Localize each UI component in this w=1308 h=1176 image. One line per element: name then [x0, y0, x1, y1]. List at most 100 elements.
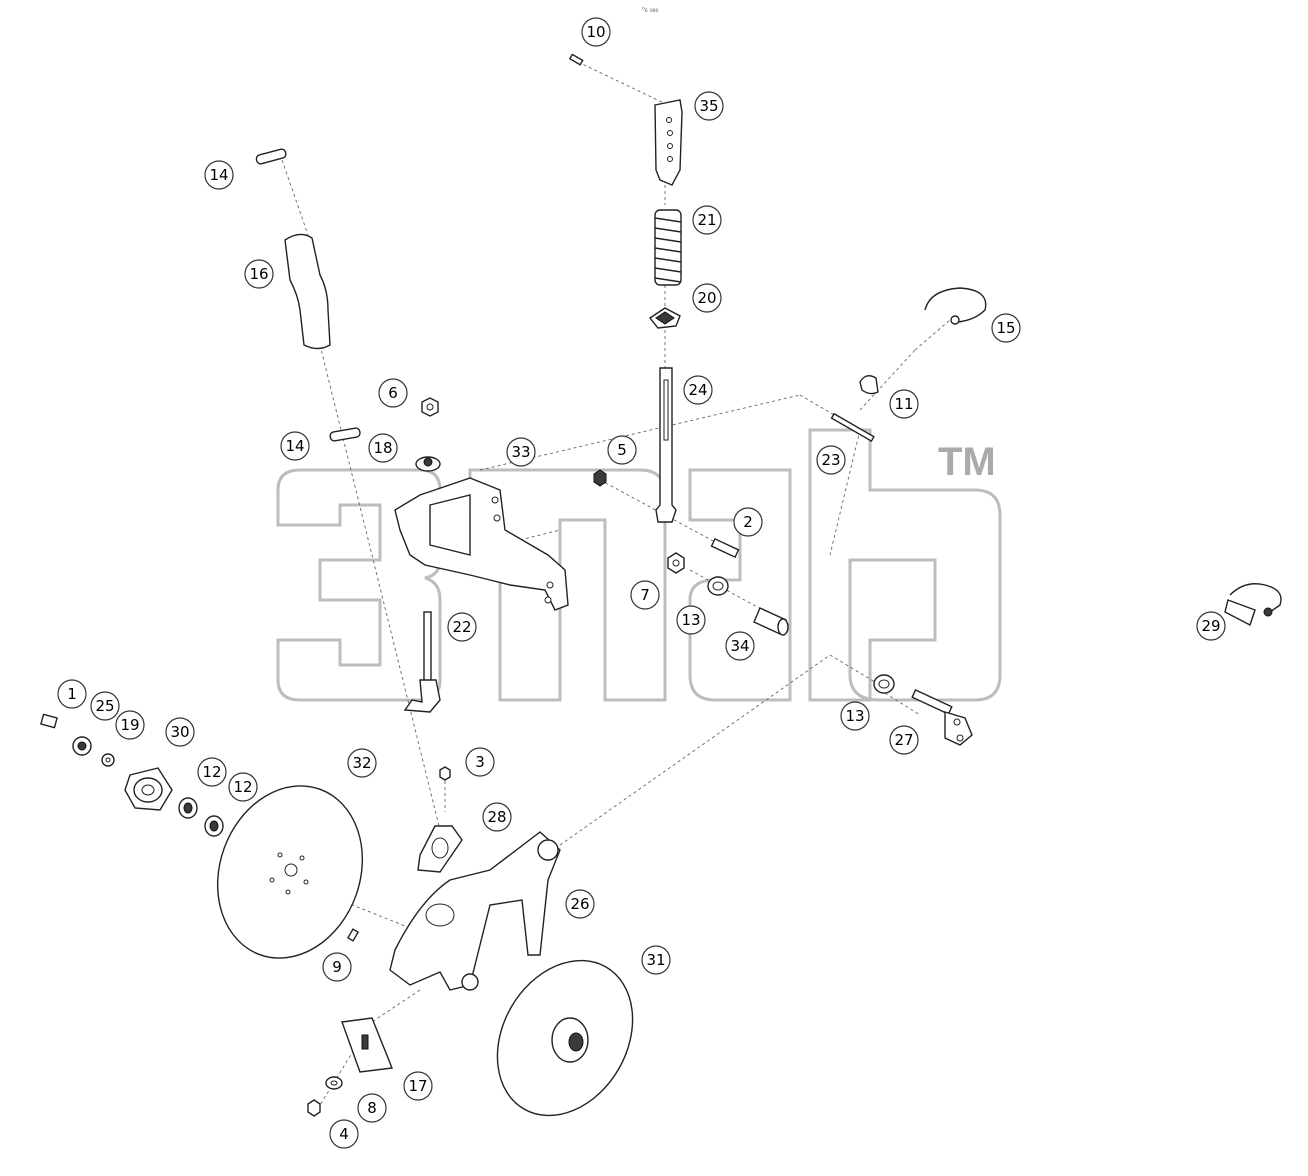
part-32-disc — [216, 785, 364, 959]
part-26-disc-arm — [389, 831, 561, 991]
svg-text:32: 32 — [352, 754, 371, 772]
part-13-bushing-b — [873, 674, 895, 694]
callout-9: 9 — [322, 952, 352, 982]
svg-text:12: 12 — [233, 778, 252, 796]
svg-text:12: 12 — [202, 763, 221, 781]
part-2-bolt — [710, 537, 740, 559]
part-16-tube — [284, 233, 331, 350]
callout-24: 24 — [683, 375, 713, 405]
svg-text:24: 24 — [688, 381, 707, 399]
callout-6: 6 — [378, 378, 408, 408]
part-14-pin-top — [255, 148, 287, 165]
svg-text:13: 13 — [681, 611, 700, 629]
callout-28: 28 — [482, 802, 512, 832]
part-23-pin — [830, 412, 875, 443]
callout-5: 5 — [607, 435, 637, 465]
part-17-scraper-plate — [341, 1017, 393, 1073]
callout-17: 17 — [403, 1071, 433, 1101]
svg-text:21: 21 — [697, 211, 716, 229]
callout-34: 34 — [725, 631, 755, 661]
callout-26: 26 — [565, 889, 595, 919]
callout-2: 2 — [733, 507, 763, 537]
part-18-washer — [415, 456, 441, 472]
part-30-hub-flange — [124, 767, 173, 811]
svg-text:8: 8 — [367, 1099, 377, 1117]
trademark-symbol: TM — [938, 440, 996, 484]
part-31-disc — [496, 959, 634, 1117]
svg-text:19: 19 — [120, 716, 139, 734]
callout-32: 32 — [347, 748, 377, 778]
svg-text:31: 31 — [646, 951, 665, 969]
callout-10: 10 — [581, 17, 611, 47]
part-22-hook-bolt — [403, 611, 441, 713]
svg-text:27: 27 — [894, 731, 913, 749]
part-7-nut — [667, 552, 685, 574]
svg-text:10: 10 — [586, 23, 605, 41]
svg-text:26: 26 — [570, 895, 589, 913]
svg-text:4: 4 — [339, 1125, 349, 1143]
callout-12a: 12 — [197, 757, 227, 787]
callout-23: 23 — [816, 445, 846, 475]
svg-text:20: 20 — [697, 289, 716, 307]
part-28-tube-holder — [417, 825, 463, 873]
part-35-adjuster-bracket — [654, 99, 683, 186]
svg-text:15: 15 — [996, 319, 1015, 337]
part-34-sleeve — [753, 607, 789, 636]
svg-text:1: 1 — [67, 685, 77, 703]
callout-31: 31 — [641, 945, 671, 975]
svg-text:5: 5 — [617, 441, 627, 459]
part-4-nut — [307, 1099, 321, 1117]
callout-1: 1 — [57, 679, 87, 709]
svg-text:17: 17 — [408, 1077, 427, 1095]
svg-text:3: 3 — [475, 753, 485, 771]
callout-8: 8 — [357, 1093, 387, 1123]
svg-text:16: 16 — [249, 265, 268, 283]
svg-text:14: 14 — [285, 437, 304, 455]
callout-21: 21 — [692, 205, 722, 235]
part-5-nut — [593, 469, 607, 487]
part-33-mount-bracket — [394, 477, 569, 611]
part-12-bearing-b — [204, 815, 224, 837]
part-29-lynch-pin — [1224, 583, 1282, 626]
svg-text:34: 34 — [730, 637, 749, 655]
svg-text:25: 25 — [95, 697, 114, 715]
part-14-pin-mid — [329, 427, 361, 442]
svg-text:11: 11 — [894, 395, 913, 413]
callout-25: 25 — [90, 691, 120, 721]
svg-text:29: 29 — [1201, 617, 1220, 635]
part-9-bolt — [346, 928, 360, 942]
callout-33: 33 — [506, 437, 536, 467]
part-13-bushing-a — [707, 576, 729, 596]
callout-11: 11 — [889, 389, 919, 419]
callout-16: 16 — [244, 259, 274, 289]
svg-text:18: 18 — [373, 439, 392, 457]
part-27-pivot-pin — [911, 688, 973, 746]
diagram-reference: ⁰₆ ₀₀₀ — [642, 6, 658, 14]
part-6-nut — [421, 397, 439, 417]
callout-19: 19 — [115, 710, 145, 740]
part-21-spring — [654, 209, 682, 286]
svg-text:13: 13 — [845, 707, 864, 725]
callout-4: 4 — [329, 1119, 359, 1149]
part-19-washer — [101, 753, 115, 767]
part-11-clip — [859, 375, 879, 395]
part-15-hitch-pin-clip — [924, 287, 987, 325]
callout-15: 15 — [991, 313, 1021, 343]
callout-35: 35 — [694, 91, 724, 121]
callout-13b: 13 — [840, 701, 870, 731]
svg-text:9: 9 — [332, 958, 342, 976]
callout-22: 22 — [447, 612, 477, 642]
callout-3: 3 — [465, 747, 495, 777]
callout-13a: 13 — [676, 605, 706, 635]
part-20-spring-seat — [648, 307, 681, 329]
callout-12b: 12 — [228, 772, 258, 802]
callout-30: 30 — [165, 717, 195, 747]
watermark-logo: TM — [276, 428, 1002, 702]
part-24-rod — [655, 367, 677, 523]
svg-text:2: 2 — [743, 513, 753, 531]
svg-text:6: 6 — [388, 384, 398, 402]
svg-text:35: 35 — [699, 97, 718, 115]
svg-text:23: 23 — [821, 451, 840, 469]
callout-18: 18 — [368, 433, 398, 463]
